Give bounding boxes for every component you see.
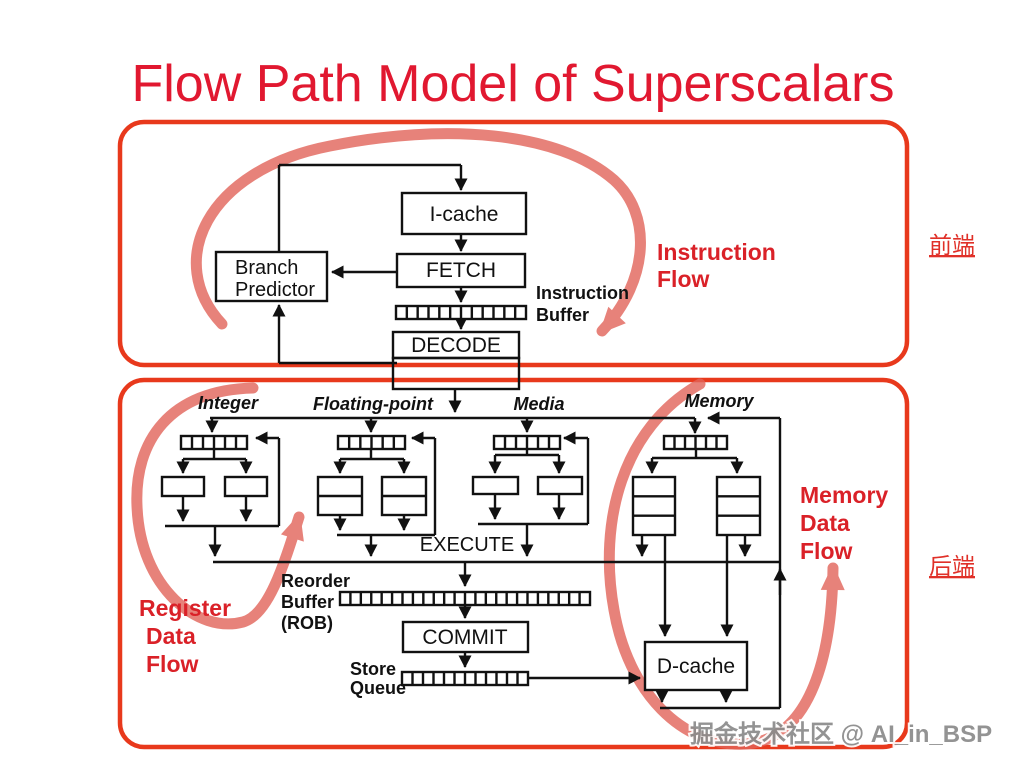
memory-unit2-box [715,475,762,537]
media-unit1-box [471,475,520,496]
memory-data-flow-label-line3: Flow [800,538,852,564]
cluster-label-floating-point: Floating-point [313,394,434,414]
branch-predictor-label-line1: Branch [235,257,298,279]
commit-path [213,560,780,692]
store-queue-label-line2: Queue [350,678,406,698]
register-data-flow-label-line3: Flow [146,651,198,677]
rob-label-line3: (ROB) [281,613,333,633]
cluster-label-media: Media [513,394,564,414]
watermark-text: 掘金技术社区 @ AI_in_BSP [690,720,992,748]
diagram-texts: Flow Path Model of Superscalars I-cache … [131,55,994,750]
store-queue-label-line1: Store [350,659,396,679]
back-end-side-label: 后端 [929,553,975,579]
branch-predictor-box [214,250,329,303]
rob-label-line2: Buffer [281,592,334,612]
cluster-label-integer: Integer [198,393,259,413]
back-end-wiring [160,411,787,710]
icache-box [400,191,528,236]
cluster-floating-point [316,418,437,557]
integer-unit2-box [223,475,269,498]
instruction-buffer-label-line1: Instruction [536,283,629,303]
instruction-buffer-label-line2: Buffer [536,305,589,325]
dcache-label: D-cache [657,655,735,678]
instruction-flow-loop-arrow [190,128,646,337]
front-end-panel [117,119,910,368]
front-end-side-label: 前端 [929,232,975,258]
memory-data-flow-loop-arrow [603,378,845,750]
media-unit2-box [536,475,584,496]
instruction-flow-label-line1: Instruction [657,239,776,265]
back-end-panel [117,377,910,750]
register-data-flow-label-line1: Register [139,595,231,621]
memory-unit1-box [631,475,677,537]
cluster-integer [160,418,281,557]
cluster-label-memory: Memory [684,391,754,411]
branch-predictor-label-line2: Predictor [235,279,315,301]
commit-box [401,620,530,654]
decode-extension-box [391,356,521,391]
commit-label: COMMIT [422,626,507,649]
execute-label: EXECUTE [420,534,514,556]
rob-label-line1: Reorder [281,571,350,591]
register-data-flow-loop-arrow [131,382,305,630]
instruction-flow-label-line2: Flow [657,266,709,292]
register-data-flow-label-line2: Data [146,623,196,649]
cluster-memory [631,411,787,710]
memory-data-flow-label-line1: Memory [800,482,888,508]
sketch-arrows [131,128,845,750]
front-end-wiring [214,163,528,413]
decode-label: DECODE [411,334,501,357]
icache-label: I-cache [430,203,499,226]
instruction-buffer-queue [394,304,528,321]
fetch-box [395,252,527,289]
integer-unit1-box [160,475,206,498]
page-title: Flow Path Model of Superscalars [131,55,894,113]
fetch-label: FETCH [426,259,496,282]
memory-data-flow-label-line2: Data [800,510,850,536]
cluster-media [471,418,590,557]
dcache-box [643,640,749,692]
